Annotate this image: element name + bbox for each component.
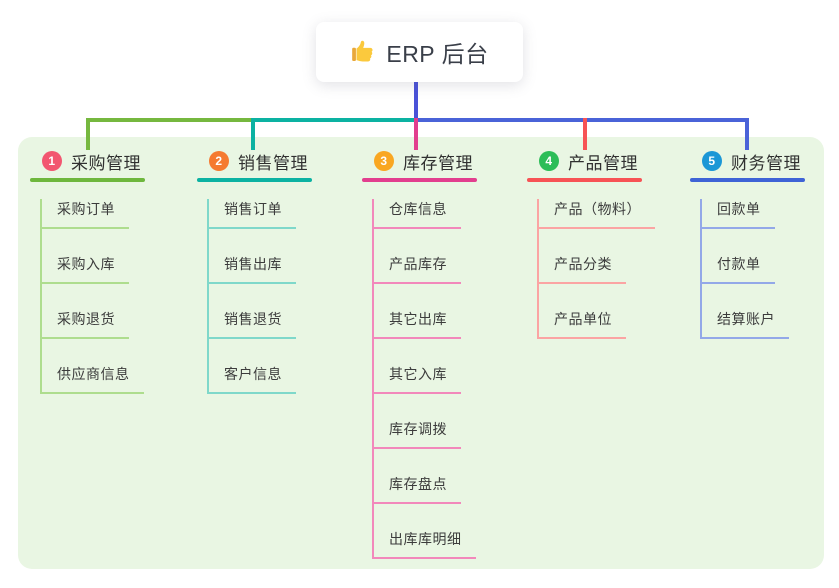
branch-column: 2 销售管理 销售订单 销售出库 销售退货 客户信息 bbox=[197, 148, 312, 394]
branch-number-badge: 3 bbox=[374, 151, 394, 171]
leaf-node[interactable]: 销售出库 bbox=[209, 254, 296, 284]
branch-number-badge: 4 bbox=[539, 151, 559, 171]
leaf-node[interactable]: 库存调拨 bbox=[374, 419, 461, 449]
branch-title-underline bbox=[527, 178, 642, 182]
branch-number-badge: 5 bbox=[702, 151, 722, 171]
background-panel bbox=[18, 137, 824, 569]
leaf-node[interactable]: 客户信息 bbox=[209, 364, 296, 394]
leaf-node[interactable]: 采购退货 bbox=[42, 309, 129, 339]
leaf-node[interactable]: 其它入库 bbox=[374, 364, 461, 394]
connector-line bbox=[86, 118, 255, 122]
branch-number-badge: 1 bbox=[42, 151, 62, 171]
branch-title-underline bbox=[362, 178, 477, 182]
connector-line bbox=[583, 118, 587, 150]
branch-items: 产品（物料） 产品分类 产品单位 bbox=[537, 199, 655, 339]
branch-items: 仓库信息 产品库存 其它出库 其它入库 库存调拨 库存盘点 出库库明细 bbox=[372, 199, 476, 559]
branch-label: 库存管理 bbox=[403, 153, 473, 173]
branch-label: 产品管理 bbox=[568, 153, 638, 173]
branch-label: 采购管理 bbox=[71, 153, 141, 173]
branch-title-underline bbox=[197, 178, 312, 182]
leaf-node[interactable]: 其它出库 bbox=[374, 309, 461, 339]
branch-column: 1 采购管理 采购订单 采购入库 采购退货 供应商信息 bbox=[30, 148, 145, 394]
branch-items: 回款单 付款单 结算账户 bbox=[700, 199, 789, 339]
leaf-node[interactable]: 采购订单 bbox=[42, 199, 129, 229]
branch-title-underline bbox=[690, 178, 805, 182]
leaf-node[interactable]: 产品单位 bbox=[539, 309, 626, 339]
branch-label: 销售管理 bbox=[238, 153, 308, 173]
connector-line bbox=[414, 118, 749, 122]
connector-line bbox=[745, 118, 749, 150]
branch-node[interactable]: 5 财务管理 bbox=[690, 148, 805, 174]
leaf-node[interactable]: 仓库信息 bbox=[374, 199, 461, 229]
branch-column: 5 财务管理 回款单 付款单 结算账户 bbox=[690, 148, 805, 339]
branch-node[interactable]: 2 销售管理 bbox=[197, 148, 312, 174]
leaf-node[interactable]: 产品分类 bbox=[539, 254, 626, 284]
leaf-node[interactable]: 回款单 bbox=[702, 199, 775, 229]
branch-node[interactable]: 3 库存管理 bbox=[362, 148, 477, 174]
branch-column: 3 库存管理 仓库信息 产品库存 其它出库 其它入库 库存调拨 库存盘点 出库库… bbox=[362, 148, 477, 559]
branch-number-badge: 2 bbox=[209, 151, 229, 171]
branch-label: 财务管理 bbox=[731, 153, 801, 173]
branch-items: 采购订单 采购入库 采购退货 供应商信息 bbox=[40, 199, 144, 394]
root-label: ERP 后台 bbox=[386, 41, 489, 67]
branch-node[interactable]: 4 产品管理 bbox=[527, 148, 655, 174]
connector-line bbox=[251, 118, 255, 150]
branch-items: 销售订单 销售出库 销售退货 客户信息 bbox=[207, 199, 296, 394]
leaf-node[interactable]: 采购入库 bbox=[42, 254, 129, 284]
leaf-node[interactable]: 库存盘点 bbox=[374, 474, 461, 504]
leaf-node[interactable]: 产品（物料） bbox=[539, 199, 655, 229]
connector-line bbox=[86, 118, 90, 150]
connector-line bbox=[414, 118, 418, 150]
leaf-node[interactable]: 销售退货 bbox=[209, 309, 296, 339]
root-node[interactable]: ERP 后台 bbox=[316, 22, 523, 82]
connector-line bbox=[414, 82, 418, 122]
branch-title-underline bbox=[30, 178, 145, 182]
leaf-node[interactable]: 供应商信息 bbox=[42, 364, 144, 394]
leaf-node[interactable]: 付款单 bbox=[702, 254, 775, 284]
branch-node[interactable]: 1 采购管理 bbox=[30, 148, 145, 174]
branch-column: 4 产品管理 产品（物料） 产品分类 产品单位 bbox=[527, 148, 655, 339]
leaf-node[interactable]: 销售订单 bbox=[209, 199, 296, 229]
leaf-node[interactable]: 出库库明细 bbox=[374, 529, 476, 559]
thumbs-up-icon bbox=[350, 39, 376, 65]
leaf-node[interactable]: 结算账户 bbox=[702, 309, 789, 339]
leaf-node[interactable]: 产品库存 bbox=[374, 254, 461, 284]
connector-line bbox=[251, 118, 418, 122]
